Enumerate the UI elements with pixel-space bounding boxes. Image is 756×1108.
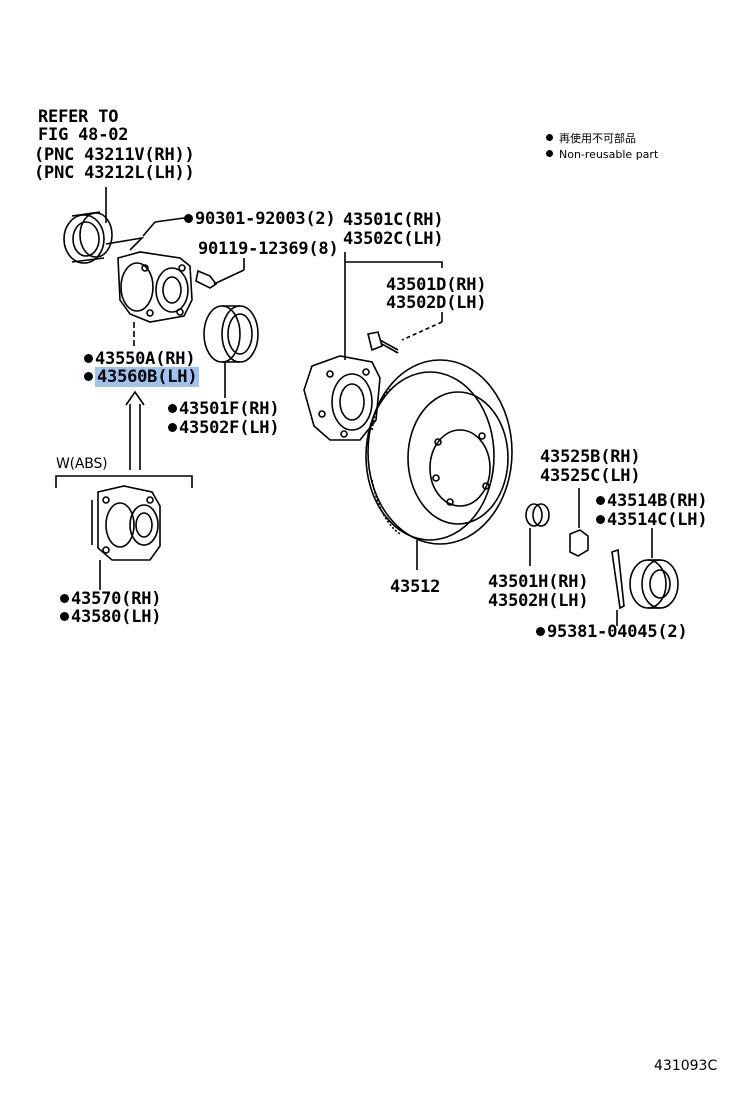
bearing-race-drawing: [203, 305, 259, 398]
part-label-43502f[interactable]: 43502F(LH): [168, 419, 280, 438]
part-label-43512[interactable]: 43512: [390, 577, 441, 597]
abs-hub-drawing: [91, 485, 161, 590]
part-label-43550a[interactable]: 43550A(RH): [84, 350, 196, 369]
refer-pnc-lh-label: (PNC 43212L(LH)): [34, 163, 195, 183]
washer-drawing: [525, 503, 550, 566]
part-label-43514b[interactable]: 43514B(RH): [596, 492, 708, 511]
non-reusable-dot-icon: [168, 423, 177, 432]
refer-to-label: REFER TO: [38, 107, 119, 127]
legend-dot-icon: [546, 150, 553, 157]
oil-seal-drawing: [63, 211, 113, 264]
non-reusable-dot-icon: [596, 515, 605, 524]
legend-jp-text: 再使用不可部品: [559, 132, 636, 145]
hub-bearing-drawing: [105, 236, 193, 349]
non-reusable-dot-icon: [84, 372, 93, 381]
non-reusable-dot-icon: [168, 404, 177, 413]
part-label-43501f[interactable]: 43501F(RH): [168, 400, 280, 419]
figure-number: 431093C: [654, 1058, 718, 1074]
highlighted-part-number: 43560B(LH): [95, 367, 200, 387]
part-label-90119[interactable]: 90119-12369(8): [198, 239, 339, 259]
non-reusable-dot-icon: [184, 214, 193, 223]
castle-nut-drawing: [569, 488, 589, 557]
non-reusable-dot-icon: [536, 627, 545, 636]
part-label-43560b[interactable]: 43560B(LH): [84, 367, 200, 387]
hub-flange-drawing: [303, 355, 381, 441]
part-label-43580[interactable]: 43580(LH): [60, 608, 162, 627]
part-label-43570[interactable]: 43570(RH): [60, 590, 162, 609]
non-reusable-dot-icon: [596, 496, 605, 505]
hub-bolt-drawing: [367, 331, 399, 354]
legend-jp: 再使用不可部品: [546, 130, 636, 147]
legend-dot-icon: [546, 134, 553, 141]
part-label-90301[interactable]: 90301-92003(2): [184, 210, 336, 229]
refer-fig-label: FIG 48-02: [38, 125, 129, 145]
part-label-43502c[interactable]: 43502C(LH): [343, 229, 444, 249]
non-reusable-dot-icon: [84, 354, 93, 363]
part-label-95381[interactable]: 95381-04045(2): [536, 623, 688, 642]
bolt-drawing: [195, 258, 245, 289]
part-label-43525c[interactable]: 43525C(LH): [540, 466, 641, 486]
refer-pnc-rh-label: (PNC 43211V(RH)): [34, 145, 195, 165]
part-label-43502d[interactable]: 43502D(LH): [386, 293, 487, 313]
part-label-43514c[interactable]: 43514C(LH): [596, 511, 708, 530]
non-reusable-dot-icon: [60, 612, 69, 621]
brake-disc-drawing: [365, 359, 513, 570]
part-label-43502h[interactable]: 43502H(LH): [488, 591, 589, 611]
part-label-43501c[interactable]: 43501C(RH): [343, 210, 444, 230]
legend-en-text: Non-reusable part: [559, 148, 659, 161]
part-label-43501h[interactable]: 43501H(RH): [488, 572, 589, 592]
legend-en: Non-reusable part: [546, 146, 658, 163]
arrow-drawing: [125, 390, 145, 470]
part-label-43501d[interactable]: 43501D(RH): [386, 275, 487, 295]
part-label-43525b[interactable]: 43525B(RH): [540, 447, 641, 467]
abs-variant-label: W(ABS): [56, 456, 108, 472]
hub-cap-drawing: [629, 528, 679, 609]
cotter-pin-drawing: [611, 548, 625, 626]
non-reusable-dot-icon: [60, 594, 69, 603]
